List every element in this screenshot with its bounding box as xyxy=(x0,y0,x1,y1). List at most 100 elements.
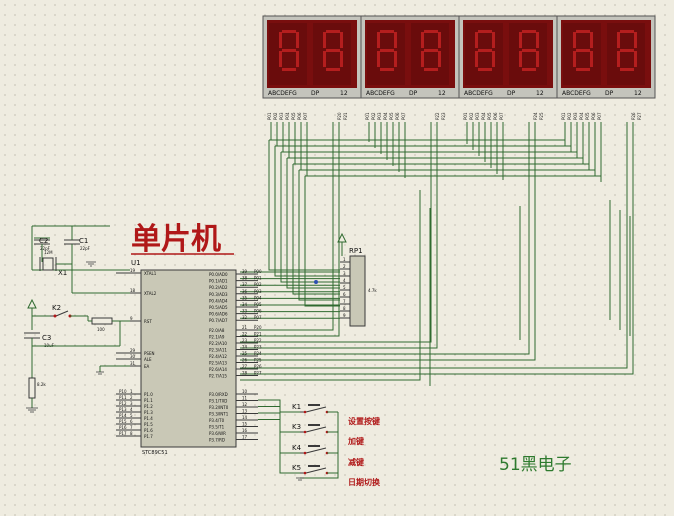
display-pin-label: P01 xyxy=(463,112,468,120)
mcu-pin-name: P0.1/AD1 xyxy=(209,279,228,284)
mcu-pin-num: 28 xyxy=(242,371,248,376)
key-ref: K5 xyxy=(292,464,301,472)
c2-ref: C2 xyxy=(39,237,48,245)
key-label: 日期切换 xyxy=(348,477,381,487)
mcu-pin-name: P3.6/WR xyxy=(209,431,226,436)
mcu-u1[interactable]: U1 STC89C51 19XTAL118XTAL29RST29PSEN30AL… xyxy=(116,259,262,456)
mcu-pin-name: P2.5/A13 xyxy=(209,361,227,366)
mcu-pin-name: EA xyxy=(144,364,150,369)
display-pin-label: P25 xyxy=(539,112,544,120)
mcu-pin-name: P1.3 xyxy=(144,410,153,415)
mcu-pin-num: 10 xyxy=(242,389,248,394)
mcu-pin-name: P1.6 xyxy=(144,428,153,433)
display-pin-label: P06 xyxy=(591,112,596,120)
c3-ref: C3 xyxy=(42,334,51,342)
display-pin-label: P24 xyxy=(533,112,538,120)
mcu-net-label: P16 xyxy=(119,425,127,430)
display-pin-label: P04 xyxy=(579,112,584,120)
mcu-pin-num: 21 xyxy=(242,325,248,330)
mcu-pin-name: P1.1 xyxy=(144,398,153,403)
c1-value: 22pF xyxy=(80,246,91,251)
display-pin-label: P02 xyxy=(371,112,376,120)
mcu-net-label: P11 xyxy=(119,395,127,400)
mcu-net-label: P10 xyxy=(119,389,127,394)
display-seg-label: ABCDEFG xyxy=(366,90,395,97)
display-pin-label: P07 xyxy=(597,112,602,120)
mcu-net-label: P20 xyxy=(254,325,262,330)
mcu-pin-name: P3.2/INT0 xyxy=(209,405,229,410)
display-pin-label: P05 xyxy=(487,112,492,120)
display-digit-label: 12 xyxy=(340,90,348,97)
mcu-pin-num: 5 xyxy=(130,413,133,418)
key-label: 设置按键 xyxy=(348,416,380,426)
display-dp-label: DP xyxy=(507,90,516,97)
mcu-pin-num: 23 xyxy=(242,338,248,343)
mcu-pin-num: 12 xyxy=(242,402,248,407)
rp1-pin-num: 4 xyxy=(343,278,346,283)
mcu-pin-name: XTAL2 xyxy=(144,291,157,296)
mcu-net-label: P17 xyxy=(119,431,127,436)
mcu-pin-name: P3.0/RXD xyxy=(209,392,228,397)
rp1-value: 4.7k xyxy=(368,288,377,293)
display-pin-label: P03 xyxy=(475,112,480,120)
rp1-pin-num: 7 xyxy=(343,299,346,304)
mcu-pin-num: 29 xyxy=(130,348,136,353)
rp1-pin-num: 3 xyxy=(343,271,346,276)
mcu-pin-num: 34 xyxy=(242,302,248,307)
mcu-pin-num: 17 xyxy=(242,435,248,440)
mcu-pin-num: 8 xyxy=(130,431,133,436)
mcu-pin-name: P2.2/A10 xyxy=(209,341,227,346)
key-ref: K1 xyxy=(292,403,301,411)
display-pin-label: P01 xyxy=(561,112,566,120)
mcu-net-label: P05 xyxy=(254,302,262,307)
display-pin-label: P20 xyxy=(337,112,342,120)
mcu-pin-name: P0.7/AD7 xyxy=(209,318,228,323)
display-pin-label: P02 xyxy=(567,112,572,120)
rp1-ref: RP1 xyxy=(349,247,363,255)
c2-value: 22pF xyxy=(40,246,51,251)
key-k1[interactable]: K1 设置按键 xyxy=(258,399,380,426)
key-k5[interactable]: K5 日期切换 xyxy=(258,419,381,488)
key-ref: K3 xyxy=(292,423,301,431)
display-pin-label: P04 xyxy=(285,112,290,120)
mcu-pin-name: P1.5 xyxy=(144,422,153,427)
display-dp-label: DP xyxy=(311,90,320,97)
display-seg-label: ABCDEFG xyxy=(268,90,297,97)
mcu-pin-num: 4 xyxy=(130,407,133,412)
display-pin-label: P04 xyxy=(383,112,388,120)
mcu-pin-num: 27 xyxy=(242,364,248,369)
display-pin-label: P03 xyxy=(377,112,382,120)
display-pin-label: P01 xyxy=(267,112,272,120)
mcu-net-label: P25 xyxy=(254,358,262,363)
mcu-pin-num: 6 xyxy=(130,419,133,424)
mcu-pin-num: 19 xyxy=(130,268,136,273)
key-label: 减键 xyxy=(348,457,364,467)
mcu-net-label: P00 xyxy=(254,269,262,274)
display-pin-label: P23 xyxy=(441,112,446,120)
mcu-pin-name: P2.7/A15 xyxy=(209,374,227,379)
mcu-pin-num: 36 xyxy=(242,289,248,294)
mcu-pin-name: PSEN xyxy=(144,351,154,356)
mcu-pin-name: RST xyxy=(144,319,152,324)
display-pin-label: P05 xyxy=(585,112,590,120)
display-pin-label: P04 xyxy=(481,112,486,120)
mcu-pin-num: 22 xyxy=(242,332,248,337)
display-digit-label: 12 xyxy=(536,90,544,97)
display-pin-label: P05 xyxy=(291,112,296,120)
display-pin-label: P26 xyxy=(631,112,636,120)
display-pin-label: P21 xyxy=(343,112,348,120)
mcu-body xyxy=(140,269,237,448)
display-dp-label: DP xyxy=(409,90,418,97)
display-pin-label: P07 xyxy=(499,112,504,120)
mcu-pin-num: 11 xyxy=(242,396,248,401)
rp1-pin-num: 1 xyxy=(343,257,346,262)
display-pin-label: P06 xyxy=(297,112,302,120)
display-pin-label: P02 xyxy=(469,112,474,120)
mcu-pin-name: ALE xyxy=(144,357,152,362)
mcu-pin-name: P1.2 xyxy=(144,404,153,409)
mcu-pin-num: 9 xyxy=(130,316,133,321)
